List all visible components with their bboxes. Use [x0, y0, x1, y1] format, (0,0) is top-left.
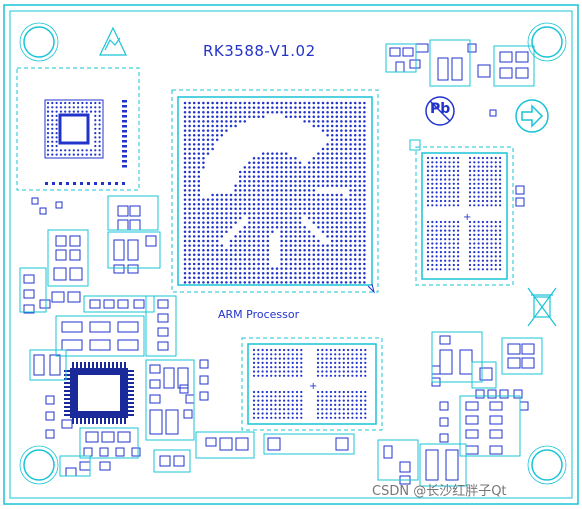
- memory-bga-right: +: [415, 146, 514, 286]
- passive-components: [23, 43, 535, 485]
- component-outlines: [19, 39, 543, 487]
- lead-free-pb-icon: [425, 96, 455, 126]
- board-title: RK3588-V1.02: [203, 42, 316, 60]
- pb-mark-label: Pb: [430, 101, 451, 117]
- module-bga-top-left: [16, 67, 140, 191]
- direction-arrow-icon: [515, 99, 549, 133]
- weee-bin-icon: [527, 287, 557, 327]
- esd-warning-icon: [99, 26, 127, 56]
- memory-bga-bottom: +: [241, 337, 383, 431]
- arm-processor-bga: [171, 89, 379, 294]
- svg-text:+: +: [309, 381, 317, 392]
- board-outline: [3, 4, 579, 505]
- svg-text:+: +: [463, 212, 471, 223]
- processor-label: ARM Processor: [218, 308, 300, 321]
- mounting-holes: [19, 22, 567, 485]
- qfp-controller-chip: [64, 362, 134, 424]
- watermark: CSDN @长沙红胖子Qt: [372, 484, 507, 499]
